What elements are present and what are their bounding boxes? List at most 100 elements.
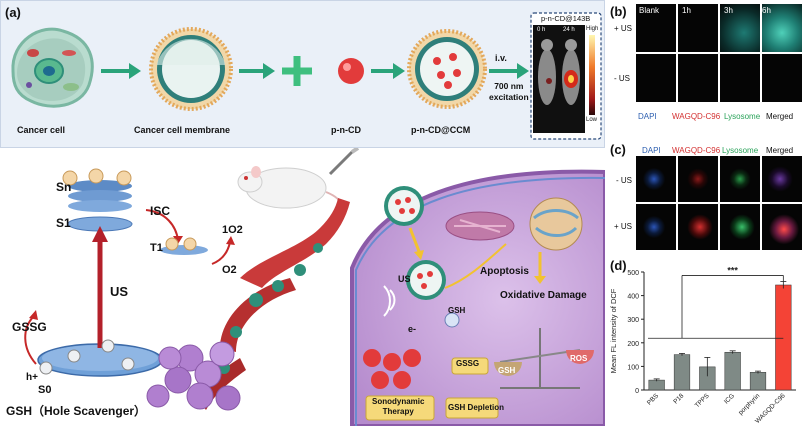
image-cell bbox=[762, 4, 802, 52]
tumor-cell-illustration bbox=[350, 169, 605, 426]
y-axis-label: Mean FL intensity of DCF bbox=[609, 288, 618, 373]
image-cell bbox=[678, 204, 718, 250]
image-cell bbox=[678, 4, 718, 52]
legend-dapi: DAPI bbox=[638, 112, 657, 121]
scale-high: High bbox=[586, 26, 599, 32]
bar bbox=[749, 372, 767, 391]
label-oxidative-damage: Oxidative Damage bbox=[500, 290, 587, 301]
label-hole: h+ bbox=[26, 372, 38, 383]
label-singlet-oxygen: 1O2 bbox=[222, 224, 243, 236]
image-cell bbox=[636, 54, 676, 102]
col-header-3h: 3h bbox=[724, 6, 733, 15]
cancer-cell-icon bbox=[11, 27, 94, 108]
row-label-plus-us: + US bbox=[614, 222, 633, 231]
excitation-label: 700 nm excitation bbox=[489, 81, 529, 102]
image-cell bbox=[762, 156, 802, 202]
image-cell bbox=[636, 156, 676, 202]
step-label-cancer-cell: Cancer cell bbox=[17, 125, 66, 135]
col-header-lysosome: Lysosome bbox=[722, 146, 759, 155]
coated-nanoparticle-icon bbox=[407, 29, 487, 109]
imaging-time-24: 24 h bbox=[563, 27, 575, 33]
image-cell bbox=[720, 54, 760, 102]
significance-label: *** bbox=[727, 265, 738, 275]
image-cell bbox=[720, 4, 760, 52]
step-label-membrane: Cancer cell membrane bbox=[134, 125, 231, 135]
label-gssg: GSSG bbox=[12, 320, 47, 334]
panel-c-confocal-grid: (c) DAPI WAGQD-C96 Lysosome Merged - US … bbox=[606, 140, 803, 258]
label-isc: ISC bbox=[150, 204, 171, 218]
step-label-pncd-ccm: p-n-CD@CCM bbox=[411, 125, 471, 135]
intensity-scale bbox=[589, 35, 595, 115]
label-balance-ros: ROS bbox=[570, 354, 588, 363]
y-tick-label: 400 bbox=[627, 294, 639, 301]
mechanism-illustration bbox=[24, 148, 605, 426]
y-tick-label: 100 bbox=[627, 364, 639, 371]
image-cell bbox=[678, 156, 718, 202]
label-cell-gsh: GSH bbox=[448, 306, 466, 315]
y-tick-label: 0 bbox=[635, 388, 639, 395]
label-apoptosis: Apoptosis bbox=[480, 266, 529, 277]
imaging-title: p-n-CD@143B bbox=[541, 14, 591, 23]
panel-b-fluorescence-grid: (b) Blank 1h 3h 6h + US - US DAPI WAGQD-… bbox=[606, 0, 803, 138]
label-gsh-depletion: GSH Depletion bbox=[448, 403, 505, 412]
legend-wagqd: WAGQD-C96 bbox=[672, 112, 721, 121]
image-cell bbox=[720, 156, 760, 202]
nanoparticle-icon bbox=[338, 58, 364, 84]
label-balance-gsh: GSH bbox=[498, 366, 516, 375]
image-cell bbox=[678, 54, 718, 102]
panel-a-workflow: (a) bbox=[0, 0, 605, 148]
col-header-1h: 1h bbox=[682, 6, 691, 15]
image-cell bbox=[636, 204, 676, 250]
x-tick-label: P18 bbox=[672, 392, 685, 405]
label-t1: T1 bbox=[150, 242, 163, 254]
label-s0: S0 bbox=[38, 384, 52, 396]
panel-b-label: (b) bbox=[610, 4, 627, 19]
x-tick-label: TPPS bbox=[694, 392, 711, 409]
y-tick-label: 200 bbox=[627, 341, 639, 348]
row-label-minus-us: - US bbox=[616, 176, 632, 185]
col-header-wagqd: WAGQD-C96 bbox=[672, 146, 721, 155]
x-tick-label: PBS bbox=[646, 392, 661, 407]
label-sn: Sn bbox=[56, 180, 72, 194]
row-label-minus-us: - US bbox=[614, 74, 630, 83]
mouse-illustration bbox=[237, 148, 360, 223]
label-s1: S1 bbox=[56, 216, 71, 230]
label-cell-electron: e- bbox=[408, 324, 417, 334]
label-oxygen: O2 bbox=[222, 264, 237, 276]
image-cell bbox=[762, 54, 802, 102]
legend-merged: Merged bbox=[766, 112, 794, 121]
scale-low: Low bbox=[586, 117, 598, 123]
bar bbox=[648, 379, 665, 391]
panel-a-label: (a) bbox=[5, 5, 21, 20]
bar bbox=[724, 351, 741, 391]
label-cell-us: US bbox=[398, 274, 411, 284]
tumor-cluster-illustration bbox=[146, 341, 241, 411]
row-label-plus-us: + US bbox=[614, 24, 633, 33]
label-us: US bbox=[110, 284, 129, 299]
x-tick-label: porphyrin bbox=[737, 392, 761, 416]
legend-lysosome: Lysosome bbox=[724, 112, 761, 121]
col-header-dapi: DAPI bbox=[642, 146, 661, 155]
membrane-vesicle-icon bbox=[149, 27, 233, 111]
imaging-time-0: 0 h bbox=[537, 27, 546, 33]
image-cell bbox=[720, 204, 760, 250]
bar bbox=[775, 284, 792, 391]
y-tick-label: 500 bbox=[627, 270, 639, 277]
label-gssg-box: GSSG bbox=[456, 359, 480, 368]
y-tick-label: 300 bbox=[627, 317, 639, 324]
image-cell bbox=[762, 204, 802, 250]
panel-a-mechanism: Sn S1 S0 T1 ISC US 1O2 O2 GSSG h+ GSH（Ho… bbox=[0, 148, 605, 426]
iv-label: i.v. bbox=[495, 53, 507, 63]
col-header-merged: Merged bbox=[766, 146, 794, 155]
x-tick-label: ICG bbox=[723, 392, 736, 405]
workflow-illustration bbox=[11, 12, 602, 140]
energy-diagram bbox=[24, 168, 235, 377]
label-sdt: Sonodynamic Therapy bbox=[372, 397, 425, 416]
col-header-6h: 6h bbox=[762, 6, 771, 15]
bar bbox=[673, 354, 691, 391]
step-label-pncd: p-n-CD bbox=[331, 125, 361, 135]
col-header-blank: Blank bbox=[639, 6, 660, 15]
label-gsh-scavenger: GSH（Hole Scavenger） bbox=[6, 404, 147, 418]
